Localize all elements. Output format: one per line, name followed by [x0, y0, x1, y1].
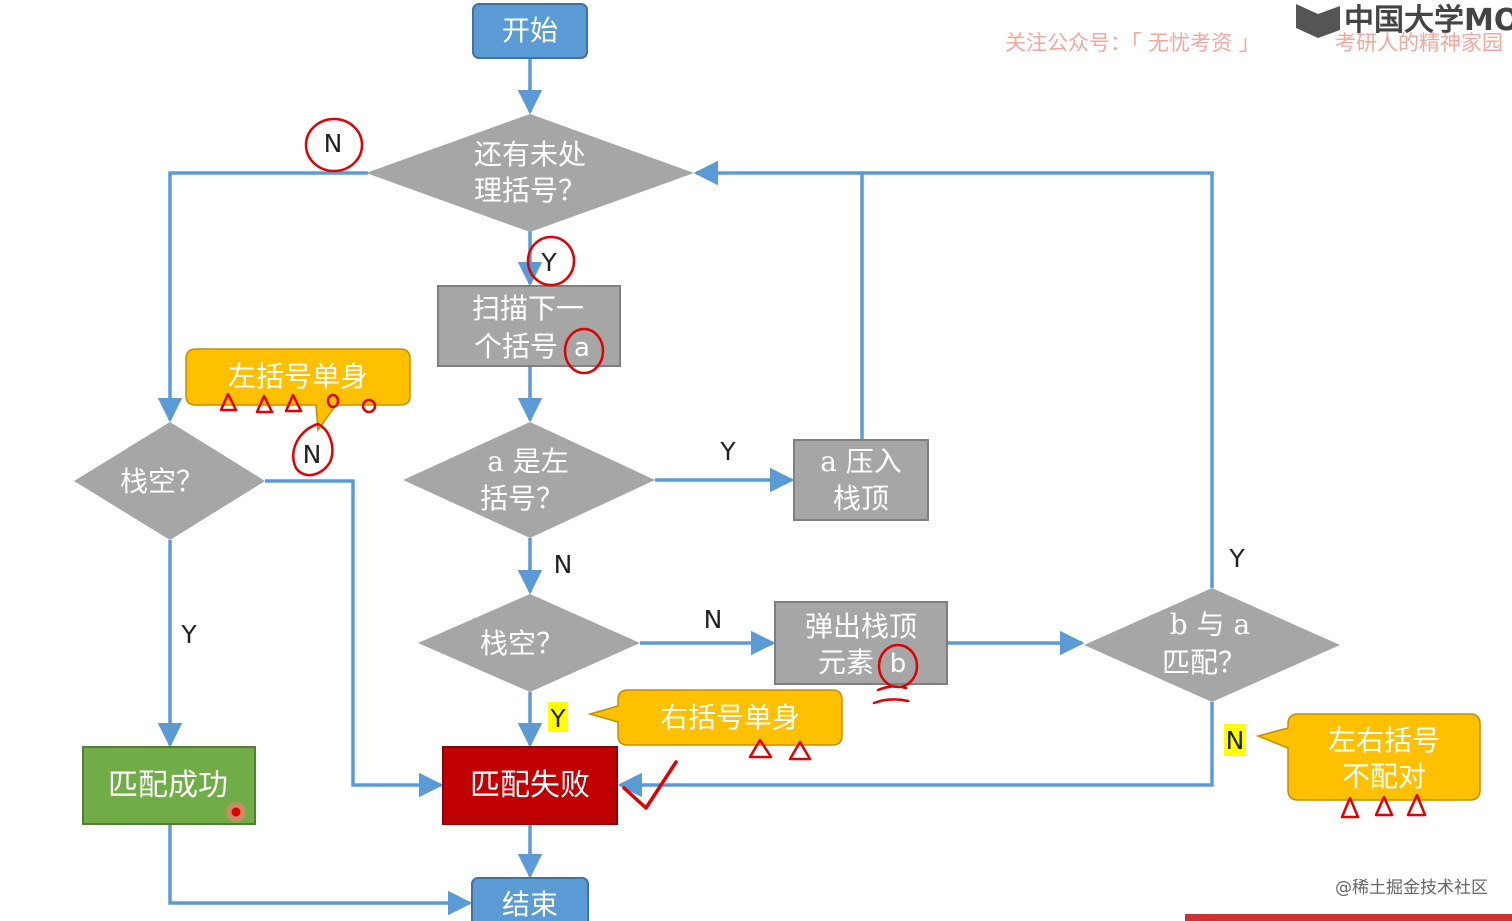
node-match-line1: b 与 a [1170, 608, 1250, 641]
node-failure: 匹配失败 [442, 746, 618, 825]
edge-leftempty-no [265, 479, 444, 798]
node-push-line1: a 压入 [820, 445, 902, 478]
bottom-strip [1185, 914, 1512, 921]
node-pop-line1: 弹出栈顶 [805, 610, 917, 643]
node-is-left: a 是左 括号？ [403, 422, 655, 538]
node-remaining-line2: 理括号？ [474, 174, 586, 207]
node-scan-var: a [574, 333, 590, 363]
triangle-mark [1406, 793, 1427, 817]
node-push: a 压入 栈顶 [793, 439, 929, 521]
node-failure-label: 匹配失败 [470, 768, 590, 803]
callout-left-single: 左括号单身 [185, 348, 411, 433]
node-remaining-line1: 还有未处 [474, 138, 586, 171]
node-end-label: 结束 [502, 888, 558, 921]
circle-y [526, 235, 576, 287]
edge-match-yes [862, 171, 1214, 588]
node-pop-line2: 元素 [818, 646, 874, 679]
triangle-mark [284, 393, 303, 413]
node-end: 结束 [471, 877, 589, 921]
circle-mark [326, 393, 340, 409]
callout-right-single: 右括号单身 [587, 689, 843, 746]
label-midempty-yes: Y [549, 704, 566, 733]
book-icon [1296, 4, 1340, 38]
triangle-mark [1340, 796, 1360, 819]
node-scan-line1: 扫描下一 [472, 292, 584, 325]
circle-n-left [292, 422, 334, 477]
annotations [219, 117, 1427, 819]
node-stack-empty-mid-label: 栈空？ [480, 627, 564, 660]
triangle-mark [788, 740, 812, 761]
label-isleft-yes: Y [719, 437, 736, 466]
callout-mismatch: 左右括号 不配对 [1255, 713, 1481, 801]
callout-left-single-text: 左括号单身 [228, 360, 368, 393]
label-leftempty-yes: Y [180, 620, 197, 649]
callout-mismatch-line1: 左右括号 [1328, 724, 1440, 757]
callout-mismatch-line2: 不配对 [1342, 760, 1426, 793]
cursor-dot [226, 802, 246, 822]
label-leftempty-no: N [303, 440, 322, 469]
highlight-midempty-yes [548, 702, 568, 732]
highlight-match-no [1224, 724, 1246, 756]
connectors [157, 58, 1214, 916]
watermark: @稀土掘金技术社区 [1335, 878, 1488, 898]
underline-b [872, 685, 910, 705]
edge-success-end [168, 824, 473, 916]
node-stack-empty-mid: 栈空？ [418, 594, 640, 692]
slogan-text: 考研人的精神家园 [1335, 31, 1503, 55]
node-start-label: 开始 [502, 14, 558, 47]
node-is-left-line1: a 是左 [487, 445, 569, 478]
logo-text: 中国大学MO [1344, 3, 1512, 38]
edge-match-no [617, 702, 1214, 798]
triangle-mark [219, 392, 238, 412]
node-scan-line2: 个括号 [474, 330, 558, 363]
node-success-label: 匹配成功 [108, 768, 228, 803]
label-remaining-no: N [324, 129, 343, 158]
triangle-mark [1374, 795, 1394, 817]
edge-remaining-no [157, 171, 368, 423]
triangle-mark [748, 738, 773, 759]
label-isleft-no: N [554, 550, 573, 579]
node-push-line2: 栈顶 [833, 482, 889, 515]
node-remaining: 还有未处 理括号？ [366, 114, 694, 232]
node-pop-var: b [890, 649, 907, 679]
label-midempty-no: N [704, 605, 723, 634]
callout-right-single-text: 右括号单身 [660, 701, 800, 734]
node-stack-empty-left-label: 栈空？ [120, 465, 204, 498]
node-match-line2: 匹配？ [1162, 646, 1246, 679]
node-match: b 与 a 匹配？ [1084, 588, 1340, 702]
label-remaining-yes: Y [540, 248, 557, 277]
node-scan: 扫描下一 个括号 a [437, 285, 621, 367]
header: 中国大学MO 关注公众号：「 无忧考资 」 考研人的精神家园 [1005, 3, 1512, 55]
edge-labels: N Y N Y Y N N Y Y N [180, 129, 1245, 755]
checkmark [622, 760, 678, 810]
circle-mark [361, 398, 377, 414]
circle-a [563, 327, 605, 375]
node-success: 匹配成功 [82, 746, 256, 825]
label-match-no: N [1226, 726, 1245, 755]
wechat-text: 关注公众号：「 无忧考资 」 [1005, 31, 1260, 55]
label-match-yes: Y [1228, 544, 1245, 573]
circle-n-top [304, 117, 364, 173]
node-stack-empty-left: 栈空？ [74, 422, 265, 540]
edge-push-back [693, 160, 864, 440]
node-start: 开始 [472, 3, 588, 59]
triangle-mark [255, 394, 274, 414]
node-is-left-line2: 括号？ [480, 482, 564, 515]
node-pop: 弹出栈顶 元素 b [774, 601, 948, 685]
